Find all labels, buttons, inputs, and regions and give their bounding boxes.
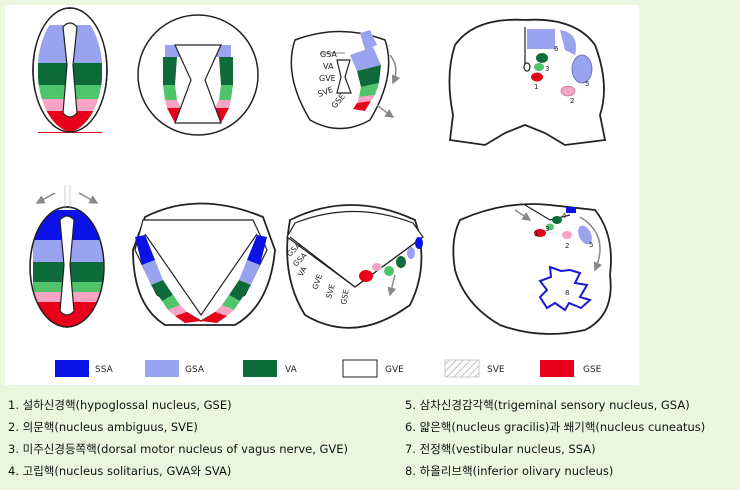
brainstem-section-bottom: GSA GSA VA GVE SVE GSE: [285, 204, 424, 329]
neural-tube-diagram: GSA VA GVE SVE GSE 6 3 1 2 5: [27, 7, 612, 378]
caption-item-6: 6. 얇은핵(nucleus gracilis)과 쐐기핵(nucleus cu…: [405, 420, 706, 434]
nucleus-number-5-bottom: 5: [589, 241, 593, 249]
nucleus-number-5: 5: [585, 80, 589, 88]
medulla-section-top: 6 3 1 2 5: [448, 18, 607, 146]
legend-label-gse: GSE: [583, 365, 602, 375]
nucleus-number-8-bottom: 8: [565, 289, 569, 297]
caption-item-2: 2. 의문핵(nucleus ambiguus, SVE): [8, 420, 198, 434]
open-tube-bottom: [132, 202, 276, 326]
nucleus-number-1-bottom: 1: [534, 230, 538, 238]
legend-label-ssa: SSA: [95, 365, 114, 375]
label-gsa: GSA: [320, 50, 337, 59]
label-gse-bottom: GSE: [339, 288, 351, 305]
legend: SSA GSA VA GVE SVE GSE: [55, 359, 602, 378]
figure-panel: GSA VA GVE SVE GSE 6 3 1 2 5: [5, 5, 639, 385]
brainstem-section-top: GSA VA GVE SVE GSE: [290, 30, 401, 130]
medulla-section-bottom: 1 3 4 2 5 8: [452, 203, 612, 335]
legend-label-sve: SVE: [487, 365, 505, 375]
early-neural-tube-top: [32, 7, 108, 133]
caption-item-5: 5. 삼차신경감각핵(trigeminal sensory nucleus, G…: [405, 398, 690, 412]
caption-item-4: 4. 고립핵(nucleus solitarius, GVA와 SVA): [8, 464, 232, 478]
label-gve: GVE: [319, 74, 336, 83]
legend-swatch-ssa: [55, 360, 89, 377]
label-va: VA: [323, 62, 334, 71]
legend-label-va: VA: [285, 365, 298, 375]
nucleus-number-6: 6: [554, 45, 559, 53]
caption-item-7: 7. 전정핵(vestibular nucleus, SSA): [405, 442, 596, 456]
legend-swatch-gve: [342, 359, 378, 378]
nucleus-number-1: 1: [534, 83, 538, 91]
caption-item-1: 1. 설하신경핵(hypoglossal nucleus, GSE): [8, 398, 232, 412]
nucleus-number-3: 3: [545, 65, 549, 73]
caption-item-8: 8. 하올리브핵(inferior olivary nucleus): [405, 464, 614, 478]
nucleus-number-2-bottom: 2: [565, 242, 569, 250]
caption-item-3: 3. 미주신경등쪽핵(dorsal motor nucleus of vagus…: [8, 442, 349, 456]
nucleus-number-2: 2: [570, 97, 574, 105]
legend-swatch-va: [243, 360, 277, 377]
legend-label-gsa: GSA: [185, 365, 205, 375]
nucleus-number-3-bottom: 3: [545, 225, 549, 233]
early-neural-tube-bottom: [27, 185, 107, 328]
legend-swatch-sve: [444, 359, 480, 378]
legend-swatch-gse: [540, 360, 574, 377]
legend-label-gve: GVE: [385, 365, 404, 375]
legend-swatch-gsa: [145, 360, 179, 377]
nucleus-number-4-bottom: 4: [562, 212, 567, 220]
label-sve-bottom: SVE: [324, 283, 337, 300]
developing-tube-top: [137, 14, 259, 136]
